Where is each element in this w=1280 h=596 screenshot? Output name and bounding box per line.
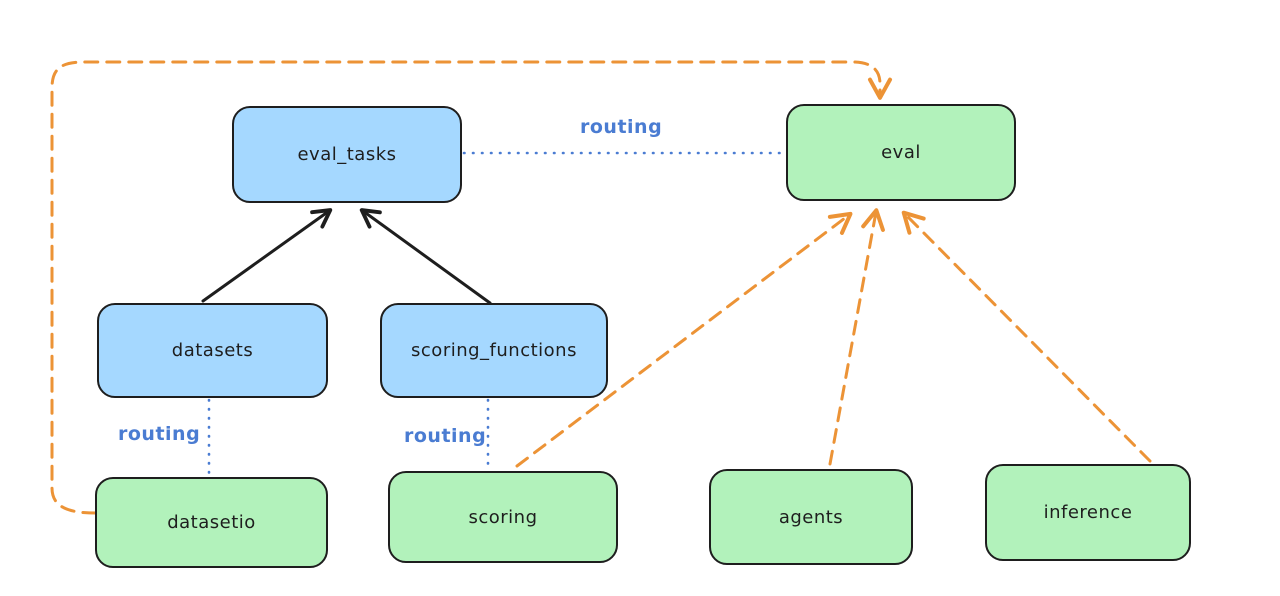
node-scoring-functions-label: scoring_functions (411, 340, 577, 361)
node-inference: inference (985, 464, 1191, 561)
node-scoring-label: scoring (468, 506, 538, 528)
node-agents: agents (709, 469, 913, 565)
node-datasetio-label: datasetio (167, 512, 256, 533)
node-eval: eval (786, 104, 1016, 201)
edge-label-routing-eval-tasks-eval: routing (580, 116, 663, 138)
node-eval-tasks: eval_tasks (232, 106, 462, 203)
node-scoring-functions: scoring_functions (380, 303, 608, 398)
node-eval-label: eval (881, 142, 921, 163)
edge-datasets-to-eval-tasks (201, 208, 333, 303)
edge-inference-to-eval (901, 210, 1152, 463)
node-inference-label: inference (1043, 502, 1133, 523)
edge-agents-to-eval (828, 208, 885, 466)
node-datasets: datasets (97, 303, 328, 398)
edge-label-routing-scoring-functions-scoring: routing (404, 425, 487, 447)
edge-label-routing-datasets-datasetio: routing (118, 423, 201, 445)
node-datasets-label: datasets (171, 340, 254, 361)
edge-scoring-functions-to-eval-tasks (359, 208, 492, 305)
node-eval-tasks-label: eval_tasks (297, 144, 397, 165)
node-agents-label: agents (778, 506, 844, 528)
node-scoring: scoring (388, 471, 618, 563)
node-datasetio: datasetio (95, 477, 328, 568)
